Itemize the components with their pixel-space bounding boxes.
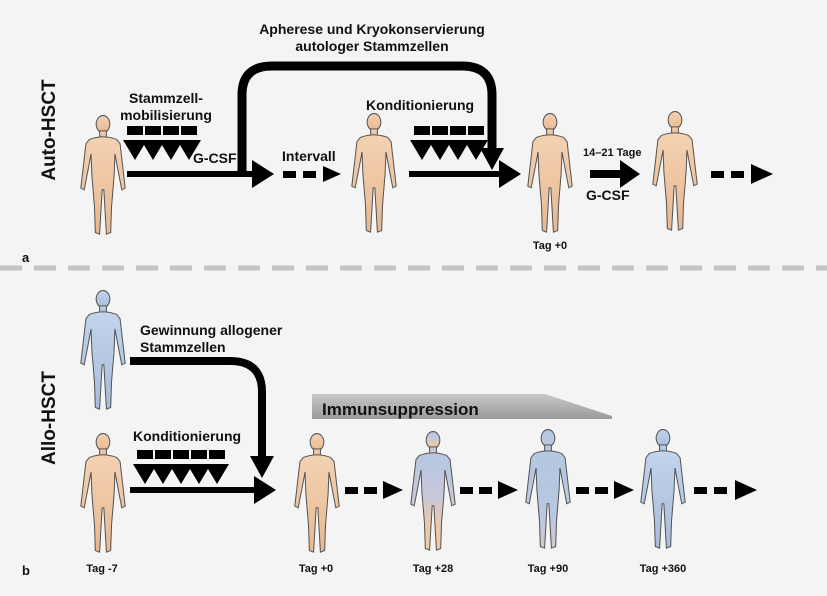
patient-figure xyxy=(80,432,126,553)
allo-hsct-label: Allo-HSCT xyxy=(39,371,60,465)
patient-figure-chimerism xyxy=(525,428,571,549)
donor-stem-cell-arrow xyxy=(130,357,266,458)
patient-figure xyxy=(527,112,573,233)
followup-dashed-arrow xyxy=(711,164,773,184)
followup-dashed-arrow xyxy=(345,481,403,499)
patient-figure xyxy=(652,110,698,231)
immunosuppression-label: Immunsuppression xyxy=(322,400,479,419)
patient-figure xyxy=(80,114,126,235)
donor-figure xyxy=(80,289,126,410)
patient-figure-donor xyxy=(640,428,686,549)
donor-stem-cell-label: Gewinnung allogener Stammzellen xyxy=(140,322,282,356)
day-label: Tag +0 xyxy=(532,240,568,252)
day-label: Tag +28 xyxy=(412,563,454,575)
panel-letter-a: a xyxy=(22,250,30,265)
patient-figure xyxy=(351,112,397,233)
day-label: Tag +90 xyxy=(527,563,569,575)
conditioning-down-arrows xyxy=(410,126,488,160)
mobilization-arrow xyxy=(127,160,274,188)
followup-dashed-arrow xyxy=(576,481,634,499)
followup-dashed-arrow xyxy=(694,480,757,500)
day-label: Tag +360 xyxy=(639,563,687,575)
immunosuppression-bar xyxy=(312,394,612,419)
interval-label: Intervall xyxy=(282,148,336,164)
apheresis-label: Apherese und Kryokonservierung autologer… xyxy=(222,21,522,55)
patient-figure xyxy=(294,432,340,553)
apheresis-loop-arrow xyxy=(237,61,497,174)
gcsf-label: G-CSF xyxy=(193,150,237,166)
mobilization-label: Stammzell- mobilisierung xyxy=(106,90,226,124)
apheresis-loop-arrowhead xyxy=(480,148,504,170)
day-label: Tag -7 xyxy=(86,563,118,575)
auto-hsct-label: Auto-HSCT xyxy=(39,79,60,181)
panel-letter-b: b xyxy=(22,563,30,578)
mobilization-label-line1: Stammzell- xyxy=(129,90,203,106)
donor-stem-cell-label-line2: Stammzellen xyxy=(140,339,226,355)
apheresis-label-line1: Apherese und Kryokonservierung xyxy=(259,21,485,37)
patient-figure-chimerism xyxy=(410,430,456,551)
conditioning-arrow xyxy=(409,160,521,188)
conditioning-down-arrows xyxy=(133,450,229,484)
conditioning-label: Konditionierung xyxy=(133,428,242,444)
followup-dashed-arrow xyxy=(460,481,518,499)
interval-dashed-arrow xyxy=(283,166,341,182)
mobilization-down-arrows xyxy=(123,126,201,160)
recovery-arrow xyxy=(590,160,640,188)
day-label: Tag +0 xyxy=(298,563,334,575)
mobilization-label-line2: mobilisierung xyxy=(120,107,212,123)
gcsf-label: G-CSF xyxy=(586,187,630,203)
donor-stem-cell-label-line1: Gewinnung allogener xyxy=(140,322,283,338)
donor-stem-cell-arrowhead xyxy=(250,456,274,478)
conditioning-label: Konditionierung xyxy=(366,97,475,113)
recovery-days-label: 14–21 Tage xyxy=(583,147,642,159)
apheresis-label-line2: autologer Stammzellen xyxy=(295,38,449,54)
transplant-arrow xyxy=(130,476,276,504)
